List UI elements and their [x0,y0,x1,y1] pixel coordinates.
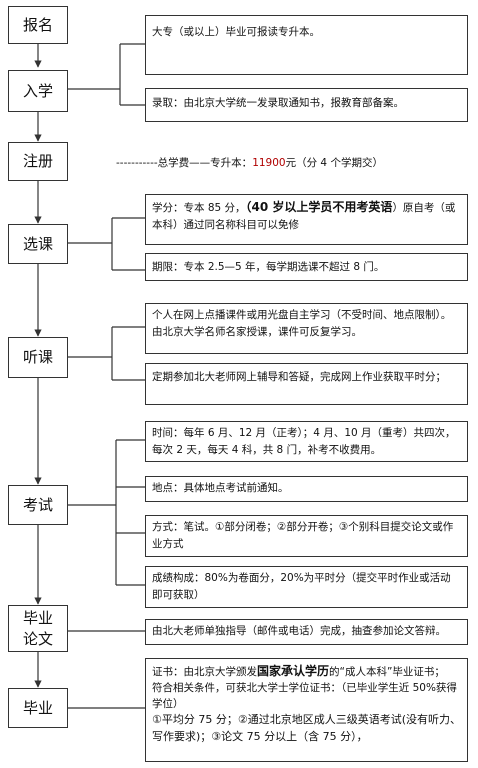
admission-box: 录取：由北京大学统一发录取通知书，报教育部备案。 [145,88,468,122]
step-exam: 考试 [8,485,68,525]
exam-method-box: 方式：笔试。①部分闭卷；②部分开卷；③个别科目提交论文或作业方式 [145,515,468,557]
step-graduation: 毕业 [8,688,68,728]
exam-score-box: 成绩构成：80%为卷面分，20%为平时分（提交平时作业或活动即可获取） [145,566,468,608]
tutoring-box: 定期参加北大老师网上辅导和答疑，完成网上作业获取平时分； [145,363,468,405]
step-enroll: 入学 [8,70,68,112]
self-study-box: 个人在网上点播课件或用光盘自主学习（不受时间、地点限制）。由北京大学名师名家授课… [145,303,468,354]
english-exemption-highlight: （40 岁以上学员不用考英语 [245,200,393,214]
eligibility-box: 大专（或以上）毕业可报读专升本。 [145,15,468,75]
thesis-box: 由北大老师单独指导（邮件或电话）完成，抽查参加论文答辩。 [145,619,468,645]
fee-amount: 11900 [252,157,286,169]
step-registration: 注册 [8,142,68,181]
degree-line: 符合相关条件，可获北大学士学位证书：（已毕业学生近 50%获得学位） [152,681,457,710]
credits-box: 学分：专本 85 分，（40 岁以上学员不用考英语）原自考（或本科）通过同名称科… [145,194,468,245]
graduation-box: 证书：由北京大学颁发国家承认学历的“成人本科”毕业证书； 符合相关条件，可获北大… [145,658,468,762]
period-box: 期限：专本 2.5—5 年，每学期选课不超过 8 门。 [145,253,468,281]
recognized-degree-highlight: 国家承认学历 [257,664,330,678]
step-register: 报名 [8,6,68,44]
degree-conditions: ①平均分 75 分；②通过北京地区成人三级英语考试(没有听力、写作要求)；③论文… [152,713,462,743]
exam-place-box: 地点：具体地点考试前通知。 [145,476,468,502]
step-attend-lectures: 听课 [8,337,68,378]
step-course-selection: 选课 [8,224,68,264]
step-thesis: 毕业 论文 [8,605,68,652]
total-fee-note: -----------总学费——专升本：11900元（分 4 个学期交） [116,157,383,169]
exam-time-box: 时间：每年 6 月、12 月（正考）；4 月、10 月（重考）共四次，每次 2 … [145,421,468,462]
certificate-line: 证书：由北京大学颁发国家承认学历的“成人本科”毕业证书； [152,664,445,678]
